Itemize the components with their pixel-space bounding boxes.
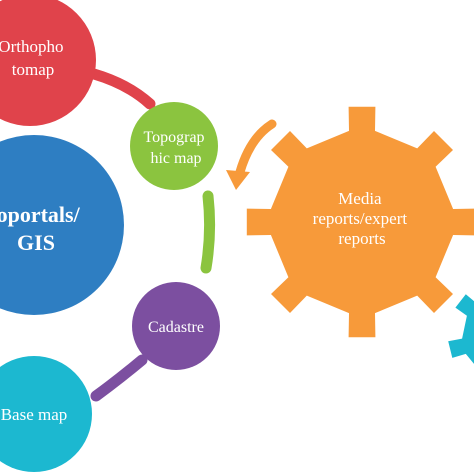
media-reports-gear bbox=[246, 106, 474, 338]
media-reports-label-line: reports bbox=[338, 229, 385, 248]
base-map-label: Base map bbox=[1, 405, 68, 424]
cadastre-node bbox=[132, 282, 220, 370]
connector-cadastre-base bbox=[90, 354, 148, 402]
connector-topo-cadastre bbox=[200, 190, 216, 274]
base-map-node bbox=[0, 356, 92, 472]
topographic-map-node bbox=[130, 102, 218, 190]
media-reports-label-line: Media bbox=[338, 189, 382, 208]
cadastre-label: Cadastre bbox=[148, 319, 204, 336]
geoportals-label-line: eoportals/ bbox=[0, 202, 81, 227]
geoportals-label-line: GIS bbox=[17, 230, 55, 255]
orthophotomap-node bbox=[0, 0, 96, 126]
orthophotomap-label: Orthopho tomap bbox=[0, 37, 68, 79]
media-arrow-curve bbox=[235, 119, 277, 177]
orthophotomap-label-line: Orthopho bbox=[0, 37, 63, 56]
cadastre-label-line: Cadastre bbox=[148, 319, 204, 336]
media-reports-label: Media reports/expert reports bbox=[313, 189, 412, 248]
media-reports-label-line: reports/expert bbox=[313, 209, 408, 228]
topographic-map-label-line: Topograp bbox=[143, 129, 204, 146]
orthophotomap-label-line: tomap bbox=[12, 60, 55, 79]
geoportals-label: eoportals/ GIS bbox=[0, 202, 85, 255]
partial-gear-shape bbox=[448, 294, 474, 364]
topographic-map-label: Topograp hic map bbox=[143, 129, 208, 167]
geoportals-node bbox=[0, 135, 124, 315]
connector-ortho-topo bbox=[88, 68, 156, 110]
media-arrow-head bbox=[226, 170, 250, 190]
topographic-map-label-line: hic map bbox=[150, 150, 201, 167]
base-map-label-line: Base map bbox=[1, 405, 68, 424]
